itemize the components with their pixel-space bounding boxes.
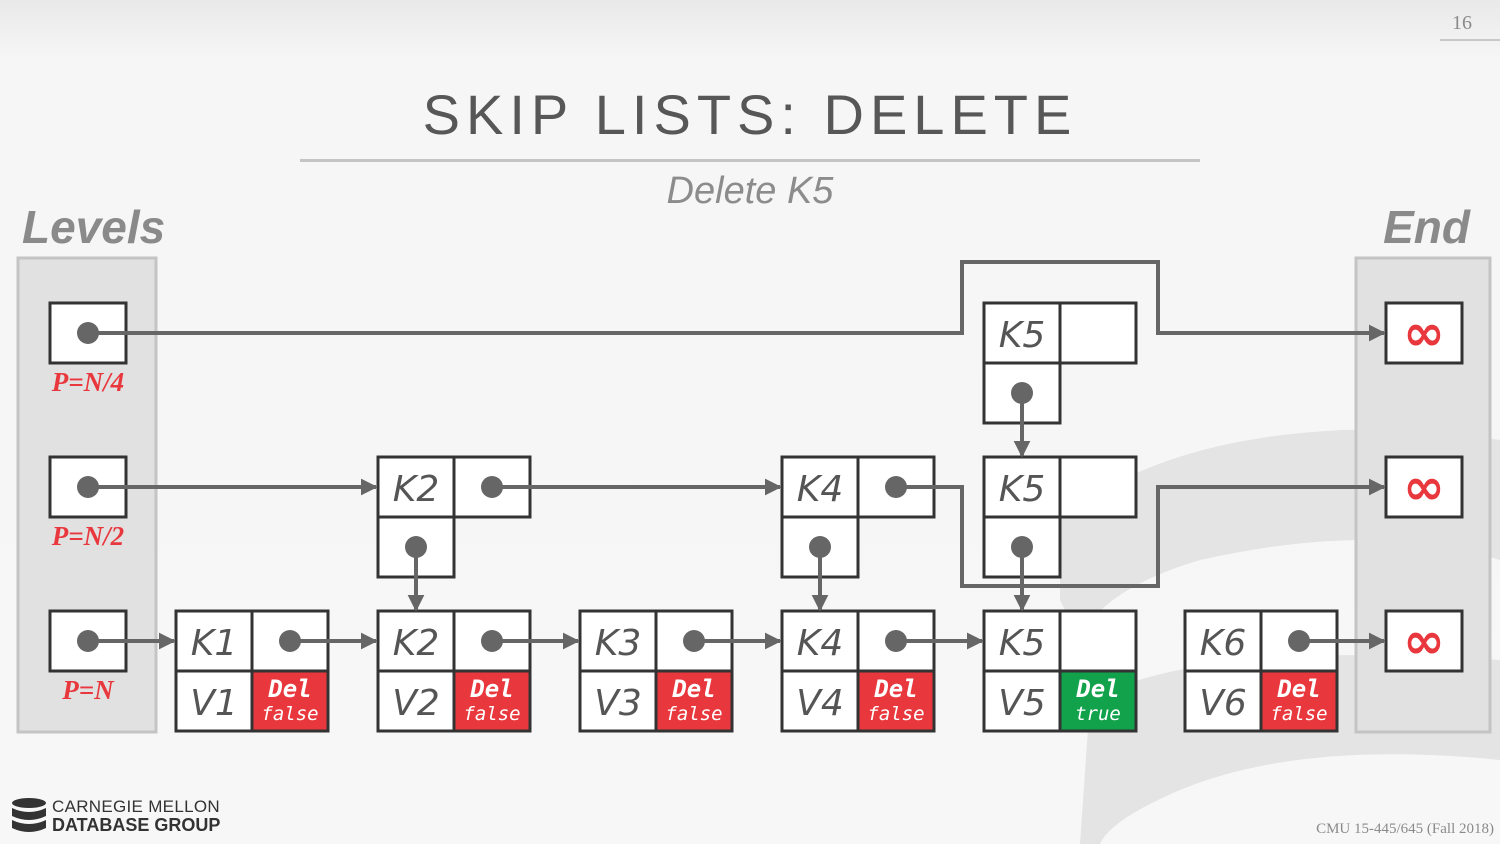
- node-key: K6: [1200, 623, 1247, 664]
- delete-flag-cell: [452, 669, 532, 733]
- delete-flag-value: false: [665, 703, 722, 725]
- delete-flag-cell: [856, 669, 936, 733]
- delete-flag-label: Del: [1276, 675, 1320, 703]
- end-label: End: [1383, 201, 1470, 253]
- delete-flag-label: Del: [873, 675, 917, 703]
- delete-flag-cell: [1259, 669, 1339, 733]
- delete-flag-value: true: [1075, 703, 1121, 725]
- delete-flag-cell: [654, 669, 734, 733]
- infinity-symbol: ∞: [1403, 612, 1445, 670]
- delete-flag-value: false: [1270, 703, 1327, 725]
- value-cell: [982, 669, 1062, 733]
- node-key: K4: [797, 623, 844, 664]
- end-node: [1384, 609, 1464, 673]
- node-key: K4: [797, 469, 844, 510]
- key-cell: [578, 609, 658, 673]
- node-value: V2: [392, 683, 440, 724]
- node-key: K1: [191, 623, 238, 664]
- node-value: V1: [190, 683, 238, 724]
- page-number-rule: [1440, 39, 1500, 41]
- node-key: K3: [595, 623, 642, 664]
- delete-flag-value: false: [867, 703, 924, 725]
- node-value: V4: [796, 683, 844, 724]
- reroute-arrow: [88, 260, 1386, 342]
- infinity-symbol: ∞: [1403, 304, 1445, 362]
- course-label: CMU 15-445/645 (Fall 2018): [1316, 821, 1494, 837]
- slide-title: SKIP LISTS: DELETE: [422, 83, 1078, 146]
- levels-label: Levels: [22, 201, 166, 253]
- delete-flag-cell: [250, 669, 330, 733]
- delete-flag-label: Del: [1075, 675, 1119, 703]
- node-key: K5: [999, 469, 1046, 510]
- key-cell: [780, 455, 860, 519]
- end-node: [1384, 301, 1464, 365]
- next-pointer-cell: [1058, 455, 1138, 519]
- node-key: K2: [393, 623, 440, 664]
- level-label: P=N: [61, 675, 115, 705]
- delete-flag-value: false: [463, 703, 520, 725]
- node-value: V5: [998, 683, 1046, 724]
- node-value: V3: [594, 683, 642, 724]
- slide-subtitle: Delete K5: [666, 170, 834, 212]
- level-label: P=N/4: [51, 367, 124, 397]
- org-name-line1: CARNEGIE MELLON: [52, 797, 220, 816]
- node-key: K5: [999, 315, 1046, 356]
- delete-flag-label: Del: [267, 675, 311, 703]
- next-pointer-cell: [1058, 609, 1138, 673]
- level-label: P=N/2: [51, 521, 124, 551]
- title-rule: [300, 159, 1200, 162]
- next-pointer-cell: [1058, 301, 1138, 365]
- delete-flag-value: false: [261, 703, 318, 725]
- delete-flag-label: Del: [469, 675, 513, 703]
- delete-flag-label: Del: [671, 675, 715, 703]
- node-value: V6: [1199, 683, 1247, 724]
- org-name-line2: DATABASE GROUP: [52, 815, 221, 835]
- reroute-arrow: [896, 478, 1386, 588]
- infinity-symbol: ∞: [1403, 458, 1445, 516]
- node-key: K2: [393, 469, 440, 510]
- page-number: 16: [1452, 12, 1472, 34]
- end-node: [1384, 455, 1464, 519]
- delete-flag-cell: [1058, 669, 1138, 733]
- database-logo-icon: [12, 798, 46, 832]
- value-cell: [376, 669, 456, 733]
- node-key: K5: [999, 623, 1046, 664]
